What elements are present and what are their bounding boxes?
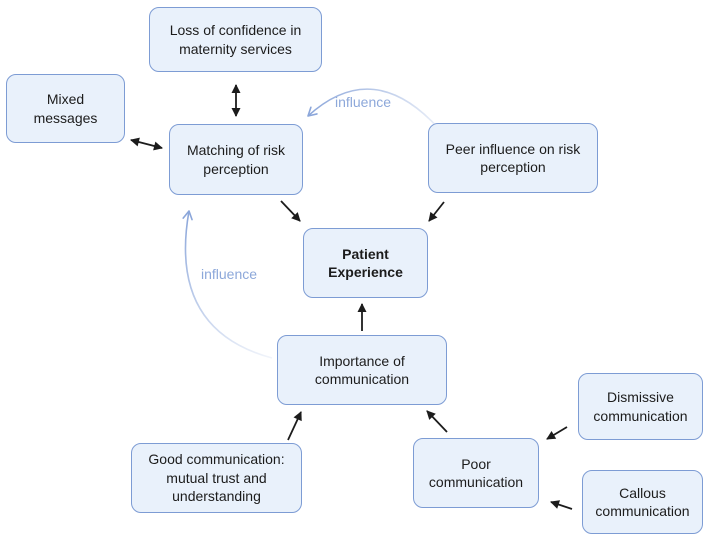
arrow-influence-importance-to-matching <box>182 210 273 359</box>
arrow-peer-to-patient <box>428 201 445 222</box>
node-good-communication: Good communication: mutual trust and und… <box>131 443 302 513</box>
arrow-matching-to-patient <box>280 200 301 222</box>
arrow-good-to-importance <box>287 411 302 441</box>
node-label: Loss of confidence in maternity services <box>169 22 302 57</box>
node-loss-of-confidence: Loss of confidence in maternity services <box>149 7 322 72</box>
arrow-influence-peer-to-matching <box>307 88 441 131</box>
edge-label-influence-top: influence <box>335 94 392 110</box>
node-label: Importance of communication <box>314 352 410 387</box>
arrow-callous-to-poor <box>550 500 573 510</box>
node-label: Poor communication <box>428 455 524 490</box>
node-label: Matching of risk perception <box>186 142 286 177</box>
edge-label-influence-left: influence <box>201 266 258 282</box>
node-dismissive-communication: Dismissive communication <box>578 373 703 440</box>
node-callous-communication: Callous communication <box>582 470 703 534</box>
node-importance-of-communication: Importance of communication <box>277 335 447 405</box>
arrow-poor-to-importance <box>426 410 448 433</box>
node-label: Mixed messages <box>33 91 98 126</box>
arrow-mixed-matching-bidirectional <box>130 137 163 151</box>
node-label: Dismissive communication <box>593 389 688 424</box>
node-patient-experience: Patient Experience <box>303 228 428 298</box>
node-poor-communication: Poor communication <box>413 438 539 508</box>
arrow-dismissive-to-poor <box>546 426 568 440</box>
node-label: Callous communication <box>595 484 690 519</box>
node-mixed-messages: Mixed messages <box>6 74 125 143</box>
node-label: Peer influence on risk perception <box>445 140 581 175</box>
node-matching-risk-perception: Matching of risk perception <box>169 124 303 195</box>
node-label: Patient Experience <box>328 245 403 280</box>
node-peer-influence: Peer influence on risk perception <box>428 123 598 193</box>
node-label: Good communication: mutual trust and und… <box>148 451 285 505</box>
